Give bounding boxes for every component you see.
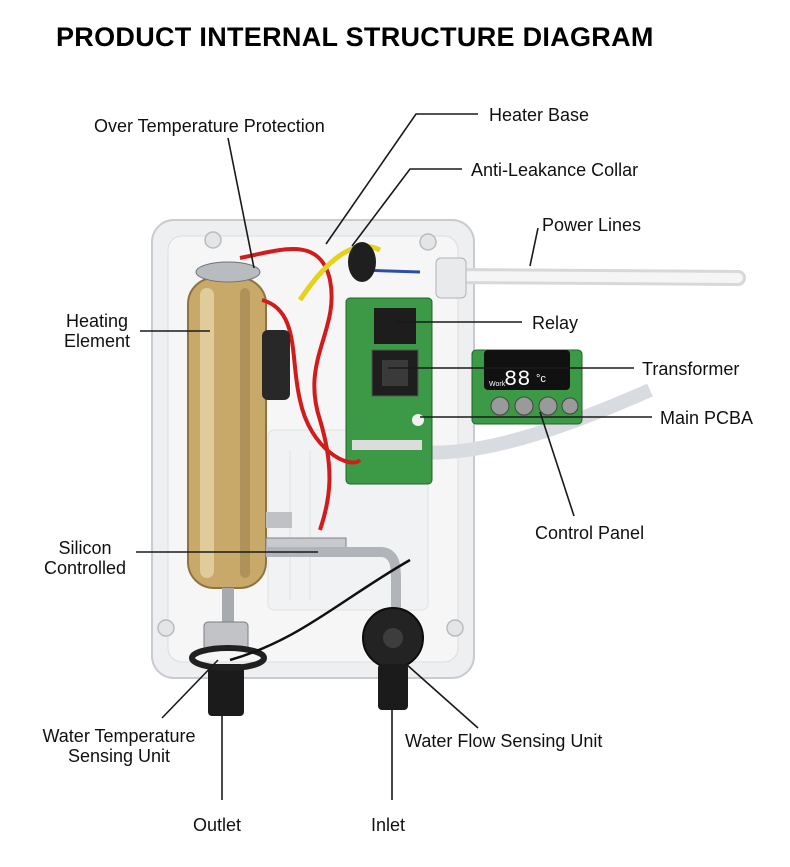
label-heating-element: Heating Element — [56, 311, 138, 351]
heater-top-cap — [195, 261, 261, 283]
label-silicon-controlled-line2: Controlled — [43, 558, 127, 578]
over-temperature-switch — [262, 330, 290, 400]
wire-black — [229, 558, 411, 662]
leader-heater-base — [325, 113, 478, 245]
heating-element-tube — [187, 277, 267, 589]
leader-water-temperature — [161, 659, 219, 719]
leader-water-flow — [405, 663, 479, 729]
label-water-temperature-sensing-unit: Water Temperature Sensing Unit — [26, 726, 212, 766]
leader-power-lines — [529, 227, 539, 267]
temperature-sensor-ring — [189, 645, 267, 671]
control-panel-knobs — [490, 396, 579, 416]
label-anti-leakance-collar: Anti-Leakance Collar — [471, 160, 639, 180]
label-relay: Relay — [532, 313, 579, 333]
label-transformer: Transformer — [642, 359, 740, 379]
crossover-pipe — [266, 547, 401, 625]
leader-lines — [136, 113, 652, 800]
label-heater-base: Heater Base — [489, 105, 590, 125]
wire-red-1 — [239, 247, 334, 531]
label-water-temperature-line2: Sensing Unit — [67, 746, 171, 766]
label-silicon-controlled-line1: Silicon — [58, 538, 112, 558]
label-control-panel: Control Panel — [535, 523, 645, 543]
leader-over-temperature — [227, 137, 255, 269]
relay-block — [374, 308, 416, 344]
diagram-title: PRODUCT INTERNAL STRUCTURE DIAGRAM — [56, 22, 654, 52]
outlet-pipe — [222, 588, 234, 628]
screw-bosses — [157, 231, 464, 637]
label-outlet: Outlet — [193, 815, 242, 835]
leader-control-panel — [539, 411, 575, 517]
outlet-nozzle — [208, 664, 244, 716]
label-power-lines: Power Lines — [542, 215, 642, 235]
inlet-nozzle — [378, 664, 408, 710]
cable-clamp — [435, 257, 467, 299]
wire-red-2 — [261, 298, 362, 465]
leader-anti-leakance — [351, 168, 462, 247]
display-readout: 88 — [504, 367, 530, 392]
display-mode: Work — [489, 381, 506, 388]
label-over-temperature-protection: Over Temperature Protection — [94, 116, 325, 136]
label-heating-element-line1: Heating — [65, 311, 129, 331]
control-panel-display — [484, 350, 570, 390]
label-water-temperature-line1: Water Temperature — [42, 726, 196, 746]
label-main-pcba: Main PCBA — [660, 408, 754, 428]
label-water-flow-sensing-unit: Water Flow Sensing Unit — [405, 731, 603, 751]
label-inlet: Inlet — [371, 815, 406, 835]
label-heating-element-line2: Element — [63, 331, 131, 351]
label-silicon-controlled: Silicon Controlled — [36, 538, 134, 578]
anti-leakance-collar-part — [348, 242, 376, 282]
display-unit: °c — [536, 373, 546, 385]
